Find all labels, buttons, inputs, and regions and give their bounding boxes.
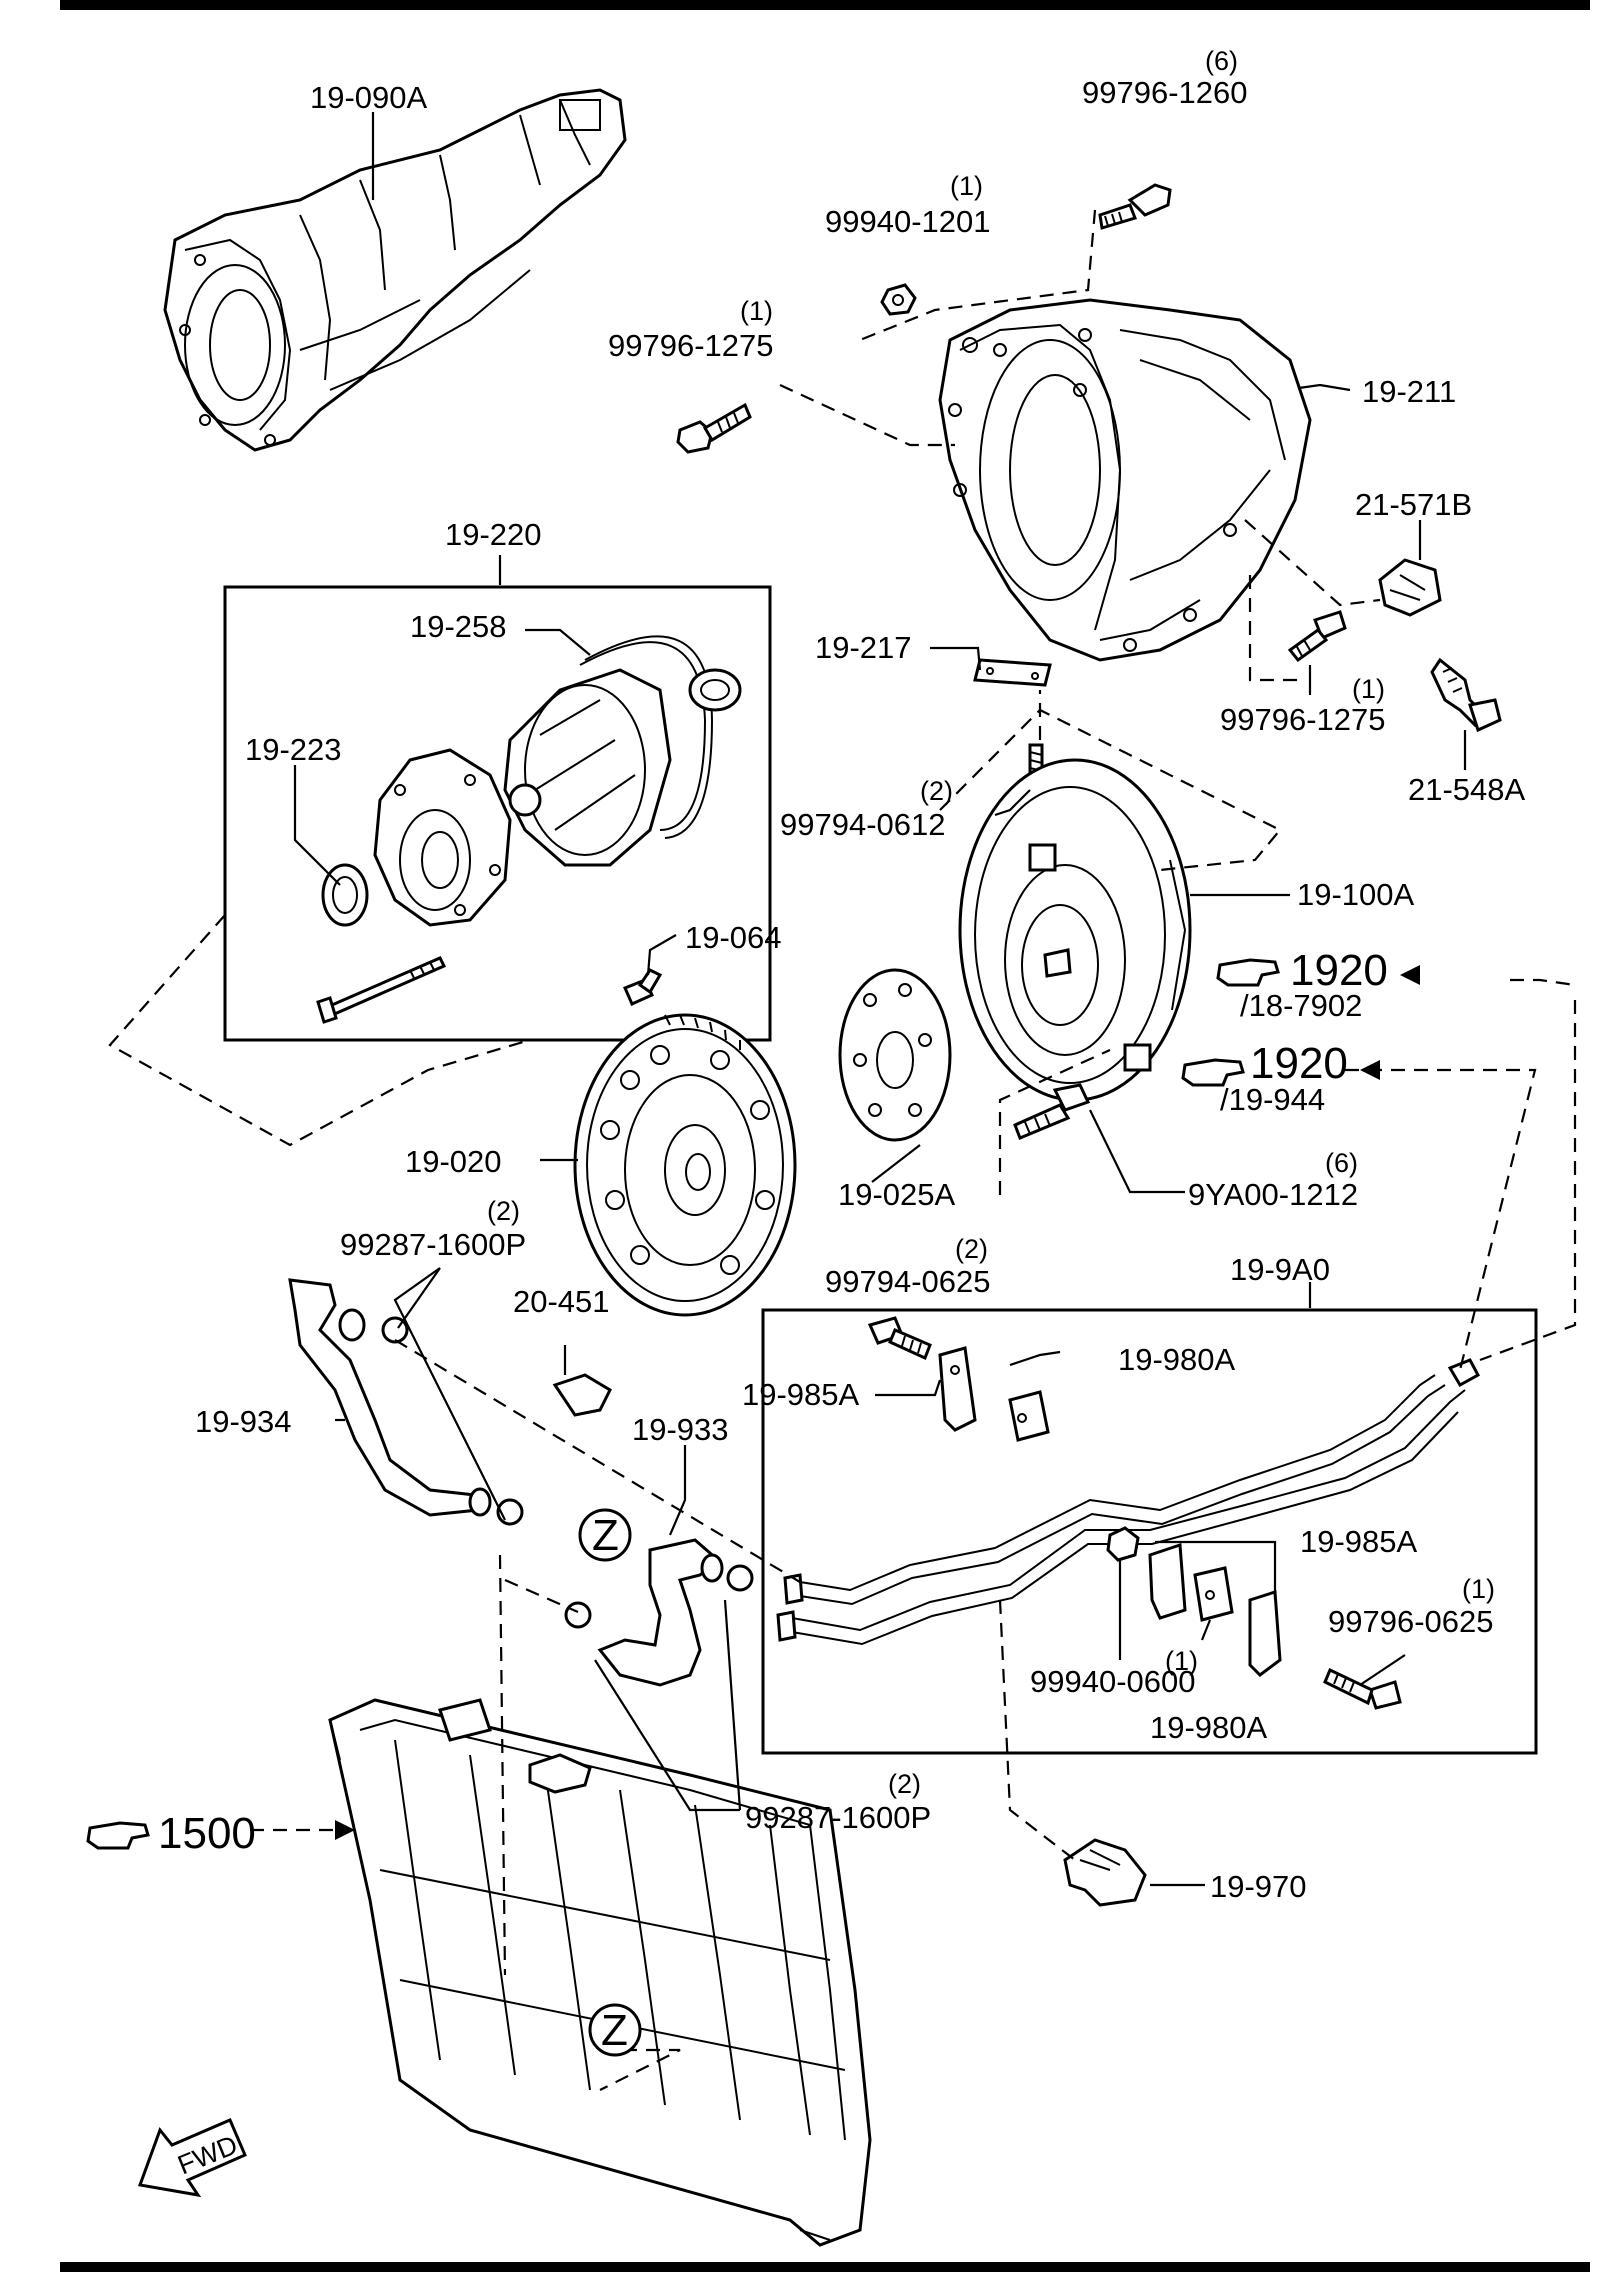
- label-19-100A: 19-100A: [1297, 877, 1415, 912]
- arrow-head-1500: [335, 1820, 355, 1840]
- label-19-217: 19-217: [815, 630, 912, 665]
- labels: 19-090A (6) 99796-1260 (1) 99940-1201 (1…: [158, 46, 1526, 2180]
- bracket-21-571B: [1378, 558, 1442, 617]
- ref-1500: 1500: [158, 1809, 256, 1858]
- qty-99796-1275b: (1): [1352, 674, 1385, 704]
- hand-pointer-icon-1920a: [1216, 958, 1280, 987]
- label-19-980Ab: 19-980A: [1150, 1710, 1268, 1745]
- label-99794-0625: 99794-0625: [825, 1264, 991, 1299]
- qty-9YA00-1212: (6): [1325, 1148, 1358, 1178]
- qty-19-980Ab: (1): [1165, 1646, 1198, 1676]
- plate-19-025A: [838, 968, 952, 1142]
- label-19-980Aa: 19-980A: [1118, 1342, 1236, 1377]
- label-99796-0625: 99796-0625: [1328, 1604, 1494, 1639]
- label-9YA00-1212: 9YA00-1212: [1188, 1177, 1358, 1212]
- ref-1920a: 1920: [1290, 946, 1388, 995]
- bolt-99796-0625: [1323, 1667, 1402, 1710]
- hose-19-934: [288, 1278, 492, 1517]
- label-99940-1201: 99940-1201: [825, 204, 991, 239]
- torque-converter: [958, 758, 1192, 1102]
- top-rule: [60, 0, 1590, 10]
- label-19-985Ab: 19-985A: [1300, 1524, 1418, 1559]
- label-19-220: 19-220: [445, 517, 542, 552]
- bracket-19-985A-left: [938, 1346, 977, 1432]
- nut-99940-1201: [880, 283, 917, 316]
- label-99796-1275b: 99796-1275: [1220, 702, 1386, 737]
- label-19-258: 19-258: [410, 609, 507, 644]
- label-19-020: 19-020: [405, 1144, 502, 1179]
- oil-pump-box-19-220: [223, 585, 772, 1042]
- dashed-connectors: [108, 209, 1577, 2091]
- plate-19-217: [973, 658, 1052, 687]
- leader-lines: [293, 112, 1467, 1887]
- z-label-lower: Z: [601, 2006, 628, 2055]
- qty-99287-1600Pb: (2): [888, 1769, 921, 1799]
- label-99940-0600: 99940-0600: [1030, 1664, 1196, 1699]
- oil-pipes: [776, 1358, 1481, 1646]
- qty-99940-1201: (1): [950, 171, 983, 201]
- label-99796-1275a: 99796-1275: [608, 328, 774, 363]
- label-99796-1260: 99796-1260: [1082, 75, 1248, 110]
- bracket-19-985A-right: [1148, 1542, 1282, 1677]
- arrow-head-1920a: [1400, 965, 1420, 985]
- radiator: [328, 1698, 872, 2247]
- converter-housing: [938, 298, 1312, 662]
- hand-pointer-icon-1500: [86, 1821, 150, 1850]
- label-19-064: 19-064: [685, 920, 782, 955]
- label-19-985Aa: 19-985A: [742, 1377, 860, 1412]
- drive-plate: [573, 1013, 797, 1317]
- label-20-451: 20-451: [513, 1284, 610, 1319]
- label-99794-0612: 99794-0612: [780, 807, 946, 842]
- ref-1920b: 1920: [1250, 1039, 1348, 1088]
- z-marker-lower: [588, 2003, 642, 2057]
- transmission-assembly: [163, 88, 627, 452]
- label-19-090A: 19-090A: [310, 80, 428, 115]
- bracket-19-970: [1063, 1838, 1147, 1907]
- clip-20-451: [552, 1373, 612, 1417]
- label-99287-1600Pa: 99287-1600P: [340, 1227, 526, 1262]
- hand-pointer-icon-1920b: [1181, 1058, 1245, 1087]
- qty-99796-0625: (1): [1462, 1574, 1495, 1604]
- z-label-upper: Z: [592, 1511, 619, 1560]
- qty-99796-1275a: (1): [740, 296, 773, 326]
- bolt-9YA00-1212: [1013, 1083, 1091, 1140]
- qty-99287-1600Pa: (2): [487, 1196, 520, 1226]
- ref-19-944: /19-944: [1220, 1082, 1325, 1117]
- forward-arrow-icon: [137, 2118, 247, 2198]
- label-19-211: 19-211: [1362, 374, 1456, 409]
- bolt-99796-1260: [1098, 183, 1172, 230]
- bolt-19-064: [623, 968, 663, 1006]
- clamp-19-980A-lower: [1193, 1566, 1234, 1622]
- label-19-223: 19-223: [245, 732, 342, 767]
- qty-99794-0612: (2): [920, 776, 953, 806]
- hose-19-933: [597, 1538, 724, 1687]
- nut-99940-0600: [1106, 1526, 1140, 1562]
- bottom-rule: [60, 2262, 1590, 2272]
- bolt-99796-1275-left: [676, 402, 752, 454]
- label-19-9A0: 19-9A0: [1230, 1252, 1330, 1287]
- arrow-head-1920b: [1360, 1060, 1380, 1080]
- ref-18-7902: /18-7902: [1240, 988, 1362, 1023]
- bolt-99796-1275-right: [1287, 610, 1347, 663]
- z-marker-upper: [578, 1508, 632, 1562]
- label-19-933: 19-933: [632, 1412, 729, 1447]
- label-21-548A: 21-548A: [1408, 772, 1526, 807]
- label-19-970: 19-970: [1210, 1869, 1307, 1904]
- qty-99794-0625: (2): [955, 1234, 988, 1264]
- label-19-025A: 19-025A: [838, 1177, 956, 1212]
- clamp-19-980A-upper: [1008, 1390, 1050, 1442]
- label-21-571B: 21-571B: [1355, 487, 1472, 522]
- bolt-99794-0625: [867, 1316, 932, 1361]
- oil-pump-assembly: [316, 635, 742, 1024]
- label-19-934: 19-934: [195, 1404, 292, 1439]
- label-99287-1600Pb: 99287-1600P: [745, 1800, 931, 1835]
- bolt-21-548A: [1430, 657, 1502, 733]
- oil-pipe-box-19-9A0: [761, 1308, 1538, 1755]
- qty-99796-1260: (6): [1205, 46, 1238, 76]
